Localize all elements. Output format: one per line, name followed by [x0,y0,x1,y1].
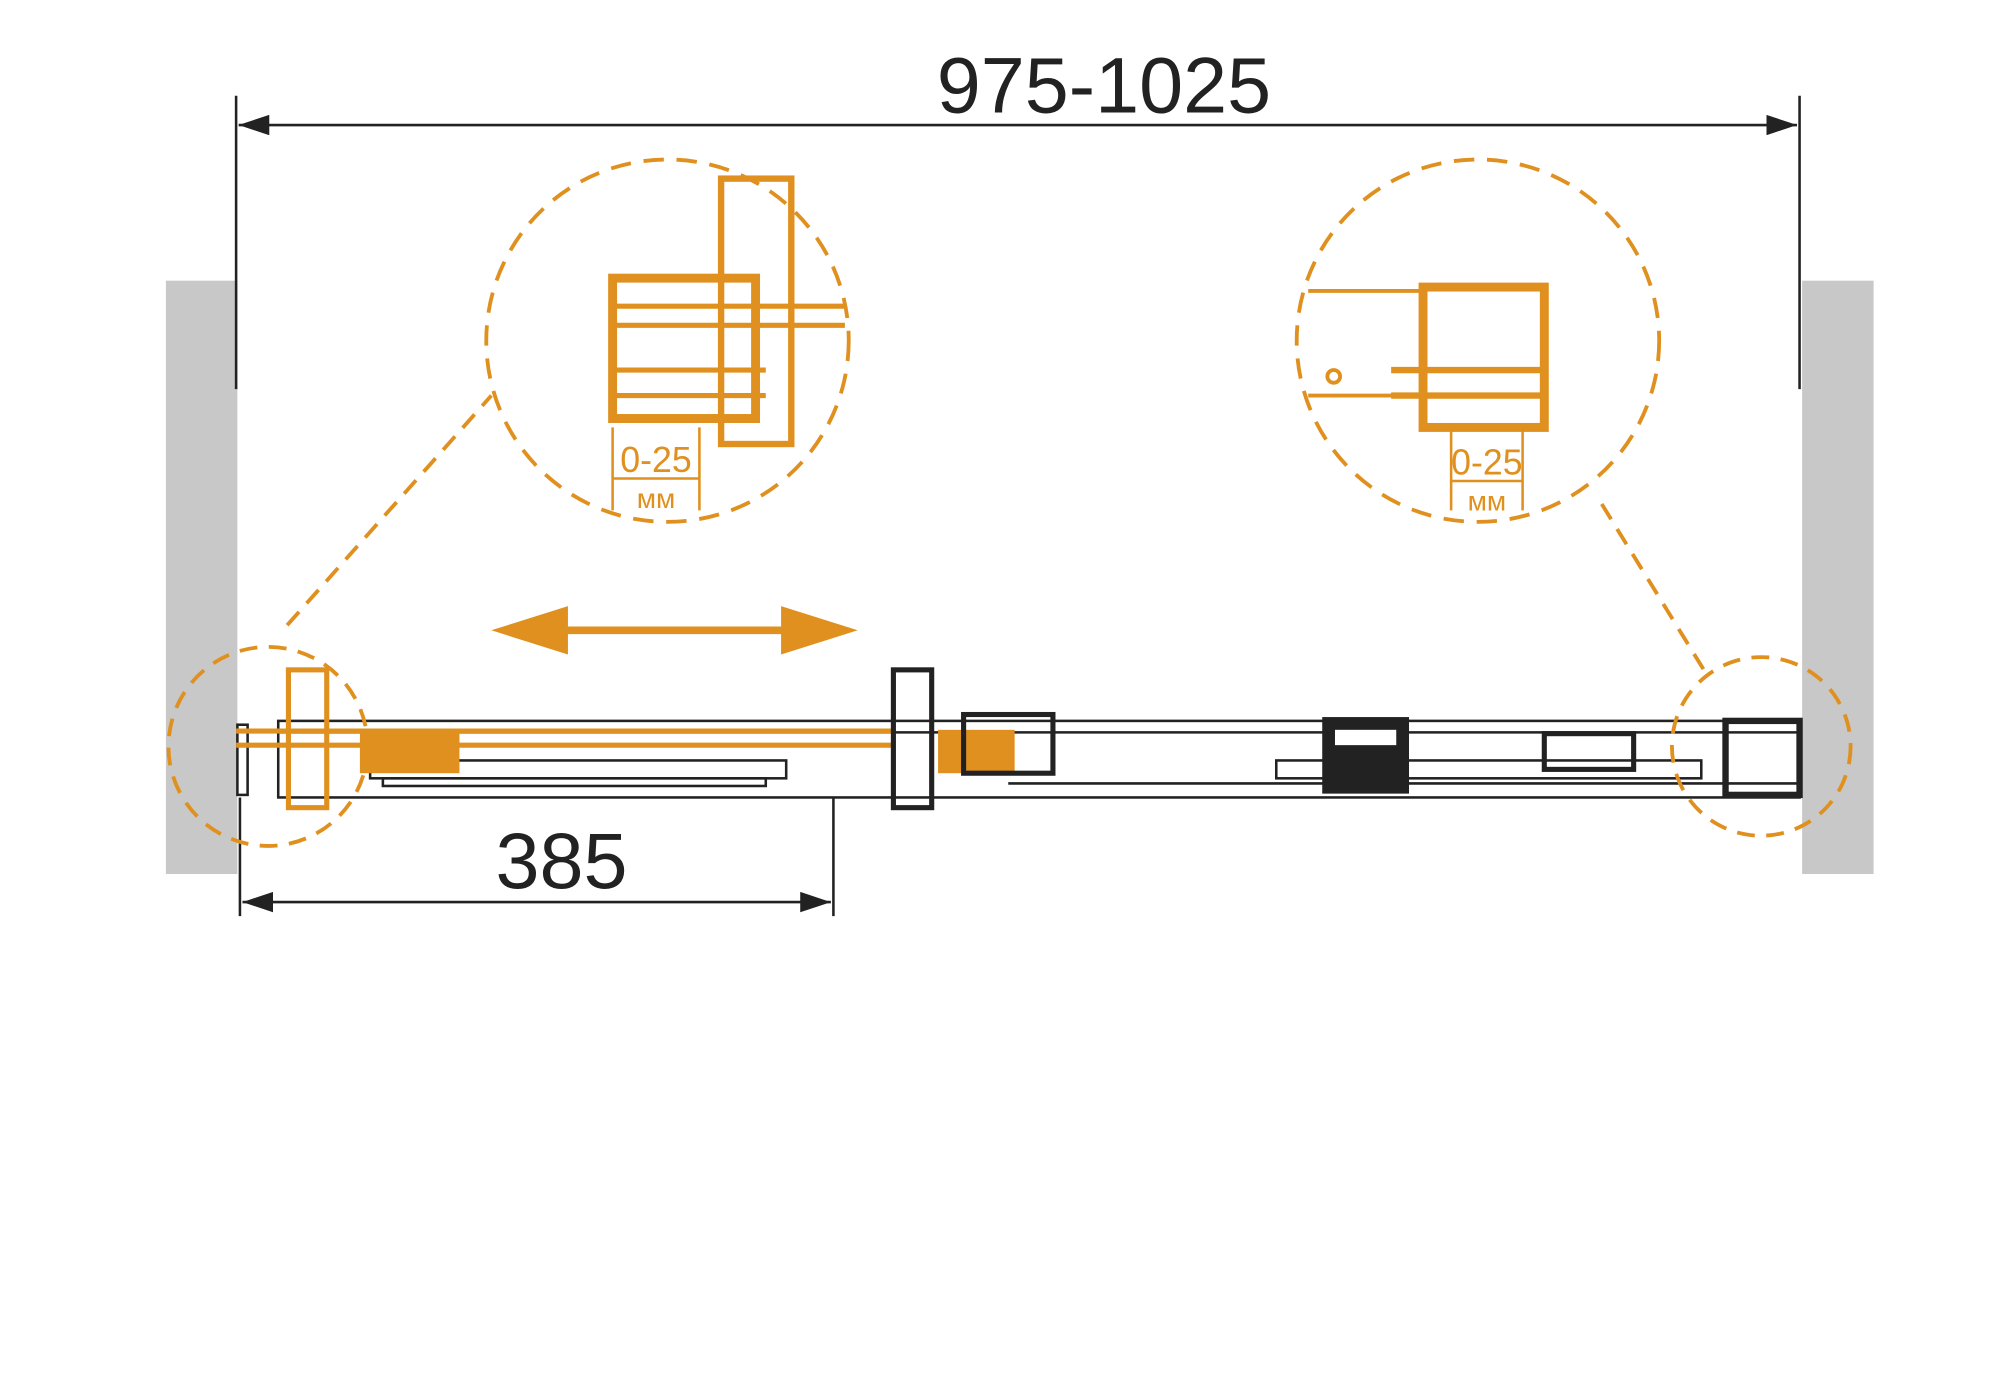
sliding-direction-arrow-icon [491,606,858,655]
left-detail-marker [166,644,370,848]
left-callout-unit: мм [637,483,676,514]
right-wall [1802,280,1874,875]
right-detail-marker [1670,655,1853,838]
door-track [236,667,1803,811]
left-callout-range: 0-25 [620,440,692,480]
right-callout-unit: мм [1468,485,1507,516]
left-detail-callout: 0-25 мм [484,157,851,524]
door-opening-dimension: 385 [238,797,835,917]
left-wall [165,280,238,875]
overall-width-dimension: 975-1025 [234,40,1801,390]
right-callout-range: 0-25 [1451,443,1523,483]
door-opening-label: 385 [496,816,628,905]
overall-width-label: 975-1025 [937,40,1271,129]
right-detail-callout: 0-25 мм [1294,157,1662,524]
